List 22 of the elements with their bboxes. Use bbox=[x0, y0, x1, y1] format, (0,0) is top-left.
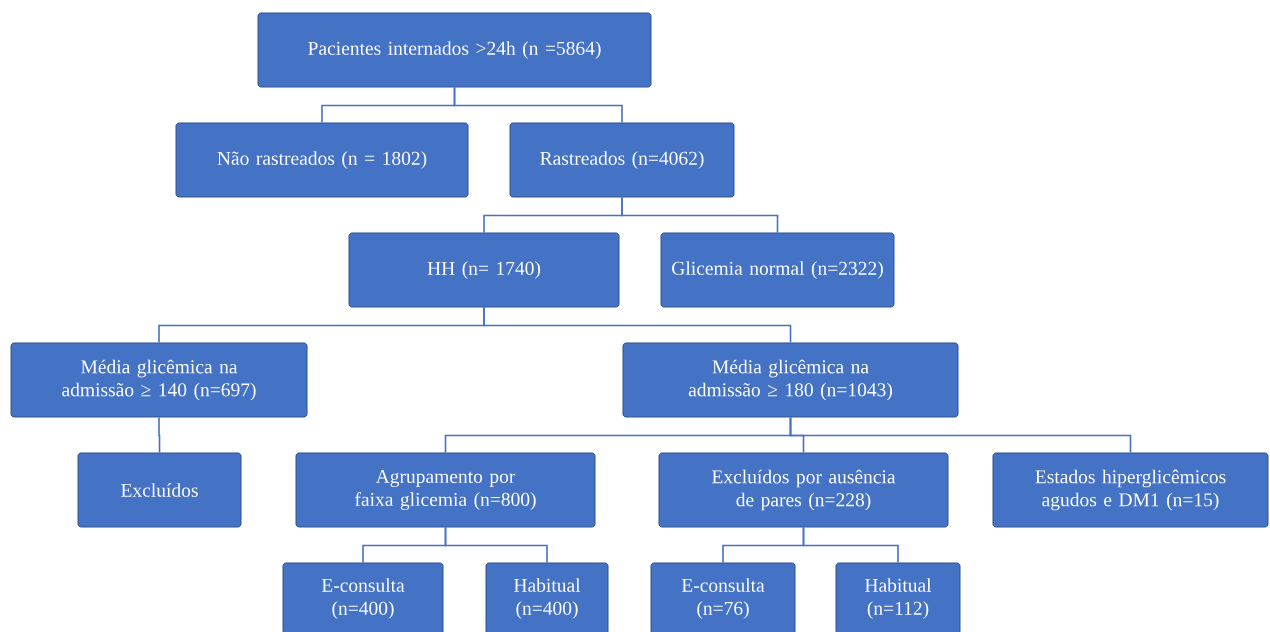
process-box: E-consulta (n=76) bbox=[650, 562, 796, 632]
process-box: Excluídos por ausência de pares (n=228) bbox=[658, 452, 949, 528]
connector-line bbox=[802, 526, 899, 564]
connector-line bbox=[158, 416, 161, 454]
process-box: Média glicêmica na admissão ≥ 140 (n=697) bbox=[10, 342, 308, 418]
process-box: Média glicêmica na admissão ≥ 180 (n=1043) bbox=[622, 342, 959, 418]
process-box: Habitual (n=112) bbox=[835, 562, 961, 632]
connector-line bbox=[483, 306, 792, 344]
process-box: Glicemia normal (n=2322) bbox=[660, 232, 895, 308]
connector-line bbox=[621, 196, 779, 234]
process-box: Rastreados (n=4062) bbox=[509, 122, 735, 198]
connector-line bbox=[453, 86, 623, 124]
process-box: Não rastreados (n = 1802) bbox=[175, 122, 469, 198]
connector-line bbox=[444, 526, 548, 564]
process-box: HH (n= 1740) bbox=[348, 232, 620, 308]
process-box: E-consulta (n=400) bbox=[282, 562, 444, 632]
process-box: Excluídos bbox=[77, 452, 242, 528]
process-box: Estados hiperglicêmicos agudos e DM1 (n=15) bbox=[992, 452, 1269, 528]
process-box: Pacientes internados >24h (n =5864) bbox=[257, 12, 652, 88]
connector-line bbox=[789, 416, 1132, 454]
process-box: Habitual (n=400) bbox=[485, 562, 609, 632]
process-box: Agrupamento por faixa glicemia (n=800) bbox=[295, 452, 596, 528]
